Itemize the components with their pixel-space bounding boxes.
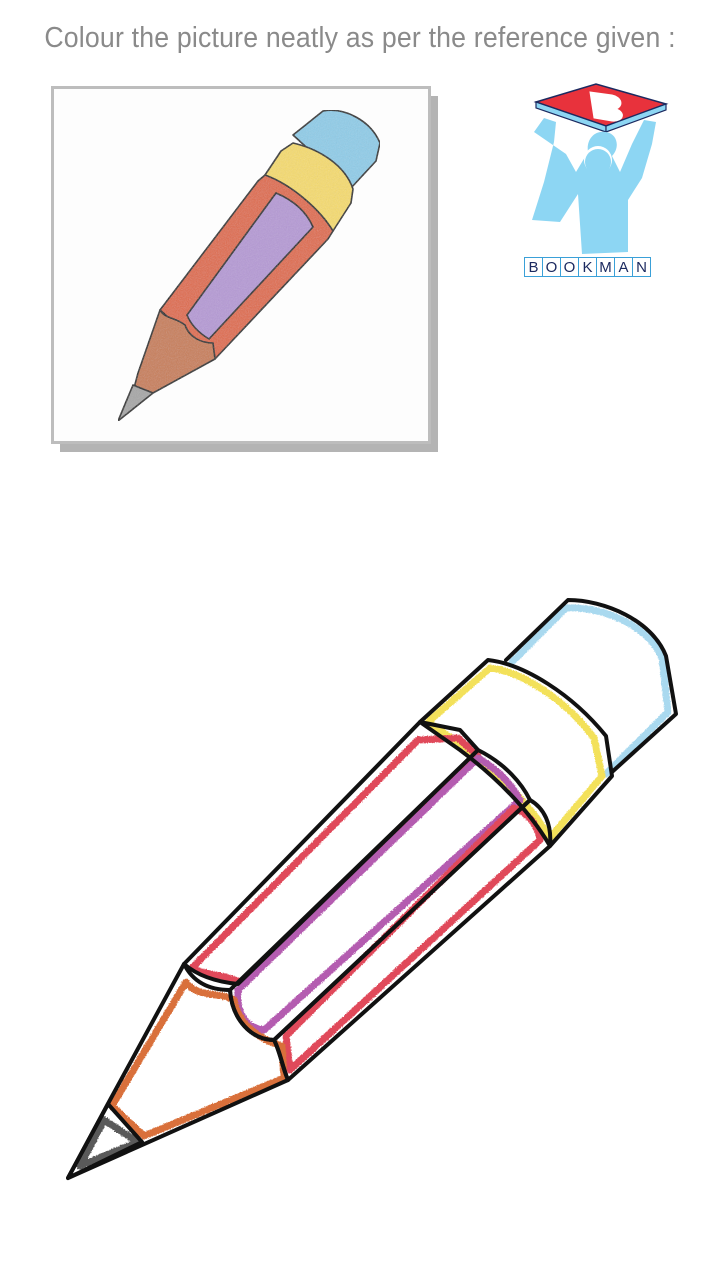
reference-lead (117, 384, 154, 422)
logo-letter: A (615, 258, 633, 276)
bookman-wordmark: B O O K M A N (524, 257, 651, 277)
outline-eraser-colour (508, 604, 672, 778)
outline-lead-colour (76, 1116, 142, 1170)
reference-stripe (186, 192, 314, 340)
reference-wood (129, 309, 216, 404)
logo-letter: O (543, 258, 561, 276)
reference-card (51, 86, 431, 444)
pencil-outline-icon[interactable] (50, 590, 690, 1190)
logo-letter: K (579, 258, 597, 276)
outline-wood-colour (108, 978, 288, 1140)
outline-body-top-colour (188, 734, 482, 988)
instruction-text: Colour the picture neatly as per the ref… (44, 22, 676, 54)
logo-person (532, 118, 656, 254)
outline-body-bottom-colour (282, 804, 544, 1074)
logo-letter: B (525, 258, 543, 276)
logo-letter: O (561, 258, 579, 276)
logo-letter: M (597, 258, 615, 276)
logo-letter: N (636, 259, 647, 276)
logo-book (533, 83, 669, 133)
reference-pencil-icon (117, 109, 381, 422)
bookman-logo-icon (532, 83, 669, 254)
reference-eraser (292, 109, 381, 189)
